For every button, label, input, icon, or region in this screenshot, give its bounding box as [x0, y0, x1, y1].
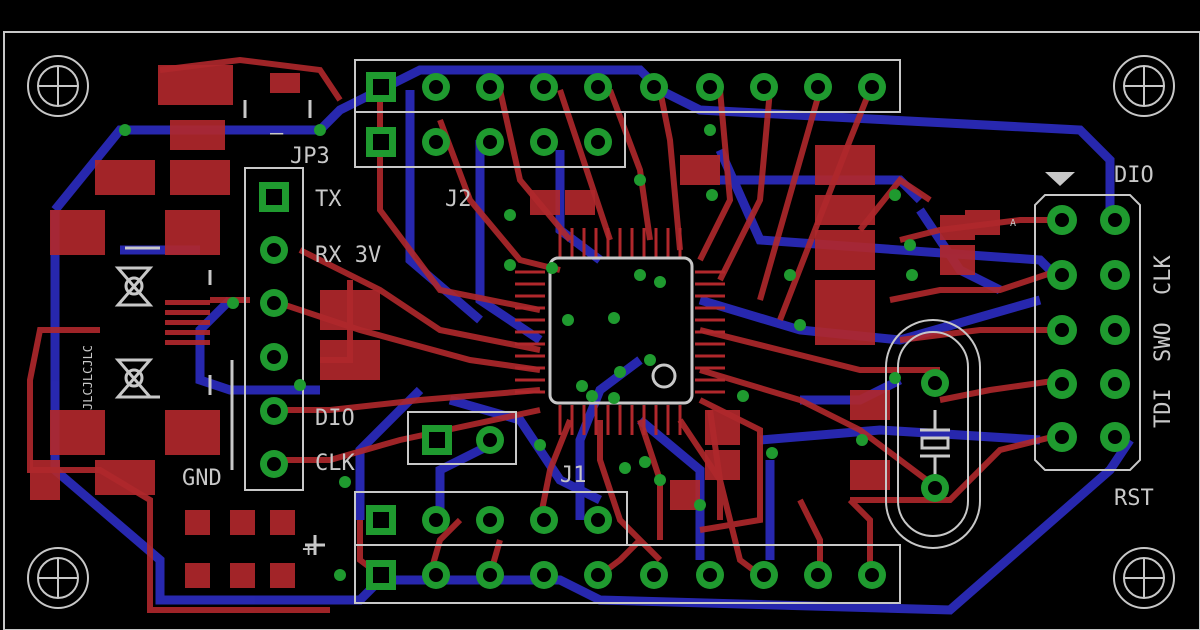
- mounting-hole-top-left: [27, 55, 89, 117]
- j1-pads: [366, 505, 886, 590]
- cap-small-label: A: [1010, 218, 1016, 229]
- smd-pads: [30, 65, 1000, 588]
- plus-label: +: [302, 537, 315, 562]
- minus-label: –: [270, 121, 284, 146]
- tx-label: TX: [315, 187, 342, 212]
- mcu-qfn-chip: [515, 228, 725, 435]
- header-outlines: [244, 59, 1141, 604]
- mounting-hole-top-right: [1113, 55, 1175, 117]
- mounting-hole-bottom-left: [27, 547, 89, 609]
- board-outline: [3, 31, 1200, 630]
- j2-label: J2: [445, 187, 472, 212]
- vias: [119, 124, 918, 581]
- rst-label: RST: [1114, 486, 1154, 511]
- jumper-pads: [422, 425, 504, 455]
- silkscreen-text: JP3 J2 J1 TX RX 3V DIO CLK GND DIO RST +…: [81, 121, 1176, 562]
- jlc-label: JLCJLCJLC: [81, 345, 95, 410]
- jp3-label: JP3: [290, 144, 330, 169]
- silkscreen-marks: [114, 100, 950, 555]
- swd-header-pads: [1047, 205, 1130, 452]
- rx3v-label: RX 3V: [315, 243, 381, 268]
- dio-right-label: DIO: [1114, 163, 1154, 188]
- clk-left-label: CLK: [315, 451, 355, 476]
- j1-label: J1: [560, 463, 587, 488]
- mounting-hole-bottom-right: [1113, 547, 1175, 609]
- j2-pads: [366, 72, 886, 157]
- swo-label: SWO: [1151, 322, 1176, 362]
- jp3-pads: [259, 182, 289, 478]
- tdi-label: TDI: [1151, 388, 1176, 428]
- dio-left-label: DIO: [315, 406, 355, 431]
- clk-right-label: CLK: [1151, 255, 1176, 295]
- pin1-indicator: [1045, 172, 1075, 186]
- gnd-label: GND: [182, 466, 222, 491]
- crystal-pads: [921, 369, 949, 502]
- through-hole-pads: [259, 72, 1130, 590]
